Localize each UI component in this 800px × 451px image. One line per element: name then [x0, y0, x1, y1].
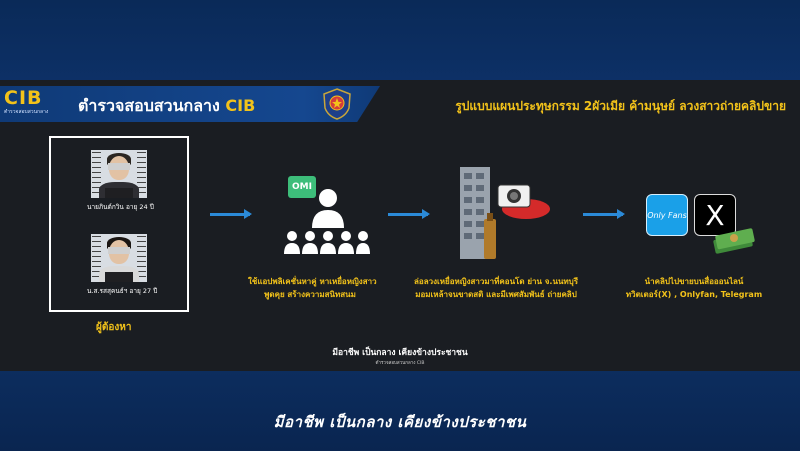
suspect-photo — [91, 234, 147, 282]
arrow-right-icon — [210, 209, 252, 219]
video-caption: มีอาชีพ เป็นกลาง เคียงข้างประชาชน — [273, 413, 527, 431]
suspect-photo — [91, 150, 147, 198]
step-2-text: ล่อลวงเหยื่อหญิงสาวมาที่คอนโด ย่าน จ.นนท… — [414, 277, 579, 299]
bottom-band — [0, 371, 800, 451]
step-1-text: ใช้แอปพลิเคชั่นหาคู่ หาเหยื่อหญิงสาว พูด… — [248, 277, 377, 299]
suspects-label: ผู้ต้องหา — [96, 322, 132, 333]
police-badge-icon — [323, 88, 351, 120]
header-banner — [0, 86, 380, 122]
slide-tagline: มีอาชีพ เป็นกลาง เคียงข้างประชาชน — [332, 348, 468, 358]
slide-subtag: ตำรวจสอบสวนกลาง CIB — [375, 361, 425, 366]
onlyfans-logo: Only Fans — [646, 194, 688, 236]
step-3-text: นำคลิปไปขายบนสื่อออนไลน์ ทวิตเตอร์(X) , … — [625, 277, 763, 299]
plan-title: รูปแบบแผนประทุษกรรม 2ผัวเมีย ค้ามนุษย์ ล… — [455, 99, 786, 113]
page-title: ตำรวจสอบสวนกลาง CIB — [78, 96, 256, 115]
money-stack-icon — [713, 228, 755, 254]
top-band — [0, 0, 800, 80]
omi-app-logo: OMI — [288, 176, 316, 198]
condo-building-icon — [460, 167, 550, 259]
suspect-caption: น.ส.รสสุคนธ์ฯ อายุ 27 ปี — [87, 287, 158, 295]
suspect-caption: นายภินต์กวิน อายุ 24 ปี — [87, 203, 154, 211]
x-logo: X — [694, 194, 736, 236]
arrow-right-icon — [583, 209, 625, 219]
dating-users-icon — [284, 189, 370, 254]
suspect-panel: นายภินต์กวิน อายุ 24 ปี น.ส.รสสุคนธ์ฯ อา… — [49, 136, 189, 312]
cib-logo: CIB ตำรวจสอบสวนกลาง — [4, 87, 49, 115]
arrow-right-icon — [388, 209, 430, 219]
